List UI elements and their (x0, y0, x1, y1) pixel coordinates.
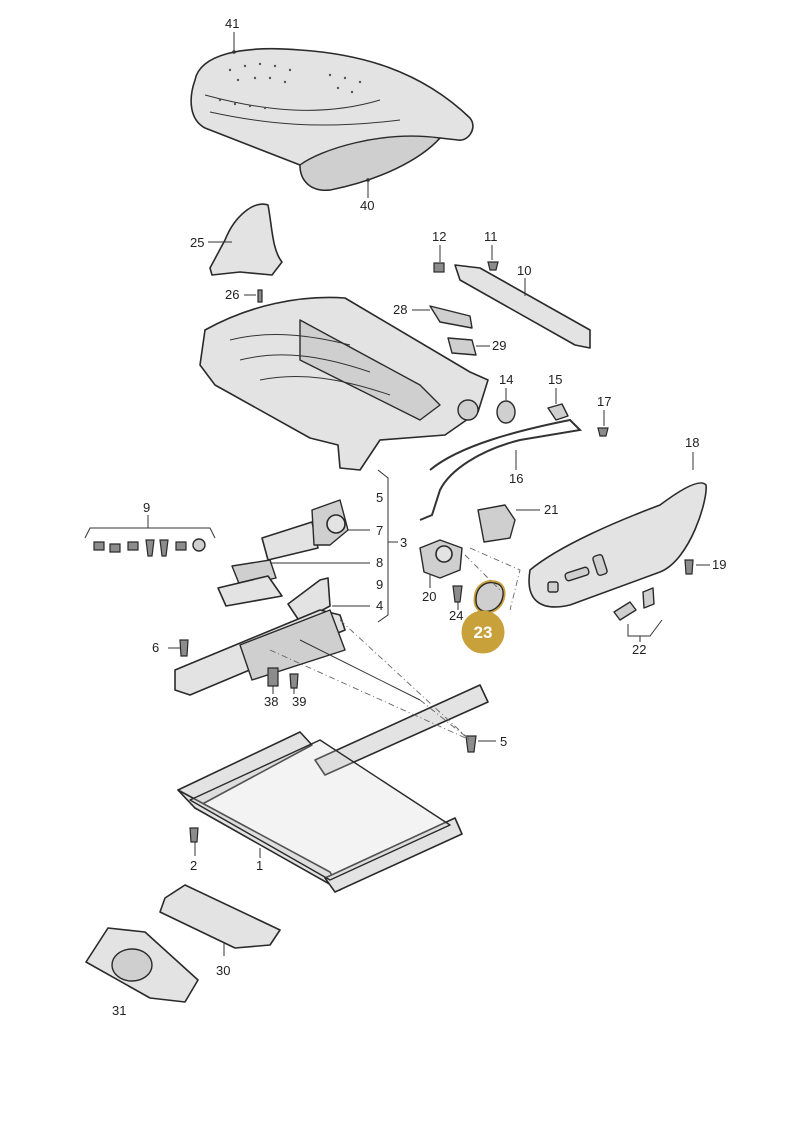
label-2: 2 (190, 858, 197, 873)
label-7: 7 (376, 523, 383, 538)
label-31: 31 (112, 1003, 126, 1018)
label-5b: 5 (500, 734, 507, 749)
label-9b: 9 (143, 500, 150, 515)
label-8: 8 (376, 555, 383, 570)
label-18: 18 (685, 435, 699, 450)
motor-part-7[interactable] (261, 499, 349, 561)
label-24: 24 (449, 608, 463, 623)
screw-part-5[interactable] (465, 735, 477, 753)
motor-part-8[interactable] (217, 559, 283, 607)
label-9a: 9 (376, 577, 383, 592)
label-25: 25 (190, 235, 204, 250)
label-15: 15 (548, 372, 562, 387)
label-1: 1 (256, 858, 263, 873)
bracket-part-30[interactable] (159, 884, 281, 949)
side-trim-part-18[interactable] (528, 482, 707, 608)
label-21: 21 (544, 502, 558, 517)
screw-part-24[interactable] (452, 585, 463, 603)
label-40: 40 (360, 198, 374, 213)
screw-part-11[interactable] (487, 261, 499, 271)
nut-part-38[interactable] (267, 667, 279, 687)
label-30: 30 (216, 963, 230, 978)
label-23: 23 (474, 623, 493, 642)
label-22: 22 (632, 642, 646, 657)
label-28: 28 (393, 302, 407, 317)
label-29: 29 (492, 338, 506, 353)
label-3: 3 (400, 535, 407, 550)
label-11: 11 (484, 229, 498, 244)
label-14: 14 (499, 372, 513, 387)
switch-part-21[interactable] (477, 504, 516, 543)
label-12: 12 (432, 229, 446, 244)
seat-pan-frame-part[interactable] (199, 296, 489, 471)
wire-bracket-part-16[interactable] (419, 418, 583, 521)
bolt-part-6[interactable] (179, 639, 189, 657)
label-39: 39 (292, 694, 306, 709)
cover-part-23[interactable] (473, 580, 506, 614)
label-5a: 5 (376, 490, 383, 505)
label-41: 41 (225, 16, 239, 31)
bolt-part-2[interactable] (189, 827, 199, 843)
bracket-part-28[interactable] (429, 305, 473, 329)
label-20: 20 (422, 589, 436, 604)
highlight-callout-23[interactable] (461, 610, 505, 654)
label-6: 6 (152, 640, 159, 655)
knob-part-22a[interactable] (613, 601, 637, 621)
cover-part-31[interactable] (85, 927, 199, 1003)
base-frame-part-1[interactable] (177, 731, 463, 893)
clip-part-19[interactable] (684, 559, 694, 575)
bushing-part-14[interactable] (496, 400, 516, 424)
rail-part-10[interactable] (454, 264, 591, 349)
screw-part-39[interactable] (289, 673, 299, 689)
label-4: 4 (376, 598, 383, 613)
label-10: 10 (517, 263, 531, 278)
label-17: 17 (597, 394, 611, 409)
clip-part-12[interactable] (433, 262, 445, 273)
bracket-part[interactable] (209, 203, 283, 303)
connector-part-29[interactable] (447, 337, 477, 356)
knob-part-22b[interactable] (642, 587, 655, 609)
screw-set-part-9[interactable] (93, 538, 206, 557)
screw-part-17[interactable] (597, 427, 609, 437)
label-16: 16 (509, 471, 523, 486)
slide-rail-assembly[interactable] (174, 609, 489, 776)
label-19: 19 (712, 557, 726, 572)
label-26: 26 (225, 287, 239, 302)
label-38: 38 (264, 694, 278, 709)
bracket-part-15[interactable] (547, 403, 569, 421)
seat-cushion-part[interactable] (190, 47, 474, 191)
